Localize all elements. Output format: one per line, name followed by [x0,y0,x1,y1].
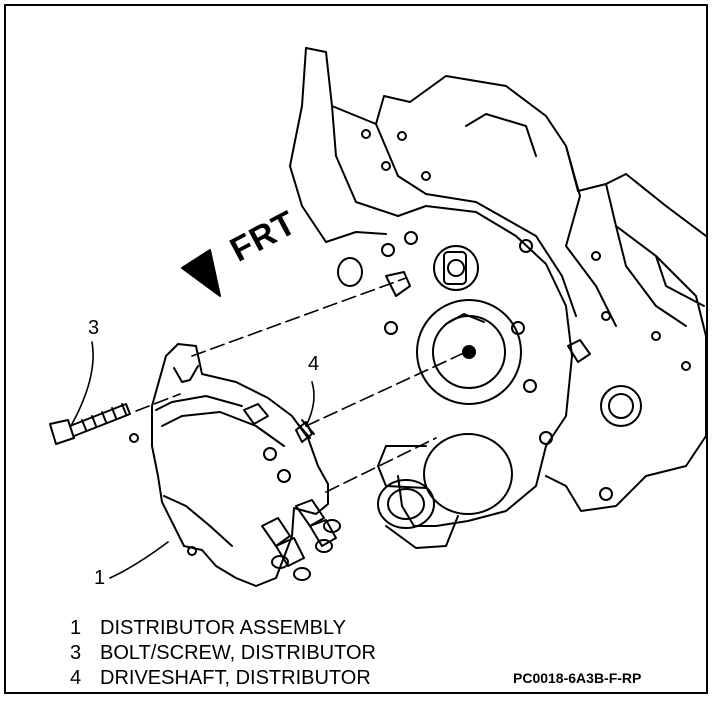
engine-block [289,47,706,512]
engine-illustration [49,47,706,587]
legend-text: BOLT/SCREW, DISTRIBUTOR [100,642,376,664]
legend-item: 3 BOLT/SCREW, DISTRIBUTOR [70,641,376,666]
figure-code: PC0018-6A3B-F-RP [513,670,642,686]
timing-cover [361,129,691,527]
driveshaft [295,419,315,443]
distributor-assembly [129,343,341,587]
diagram-frame: FRT 3 4 1 1 DISTRIBUTOR ASSEMBLY 3 BOLT/… [4,4,708,694]
mounting-boss [337,257,411,297]
legend-text: DRIVESHAFT, DISTRIBUTOR [100,667,371,689]
alignment-lines [135,277,467,493]
legend-text: DISTRIBUTOR ASSEMBLY [100,617,346,639]
front-arrow-icon [181,249,221,297]
water-pump [377,433,513,549]
callout-1: 1 [94,567,106,589]
callout-4: 4 [308,353,320,375]
callout-3: 3 [88,317,100,339]
legend-number: 3 [70,642,82,664]
legend-number: 4 [70,667,82,689]
callout-leaders [71,341,315,579]
parts-legend: 1 DISTRIBUTOR ASSEMBLY 3 BOLT/SCREW, DIS… [70,616,376,691]
bolt-screw [49,403,131,445]
legend-number: 1 [70,617,82,639]
legend-item: 4 DRIVESHAFT, DISTRIBUTOR [70,666,376,691]
legend-item: 1 DISTRIBUTOR ASSEMBLY [70,616,376,641]
